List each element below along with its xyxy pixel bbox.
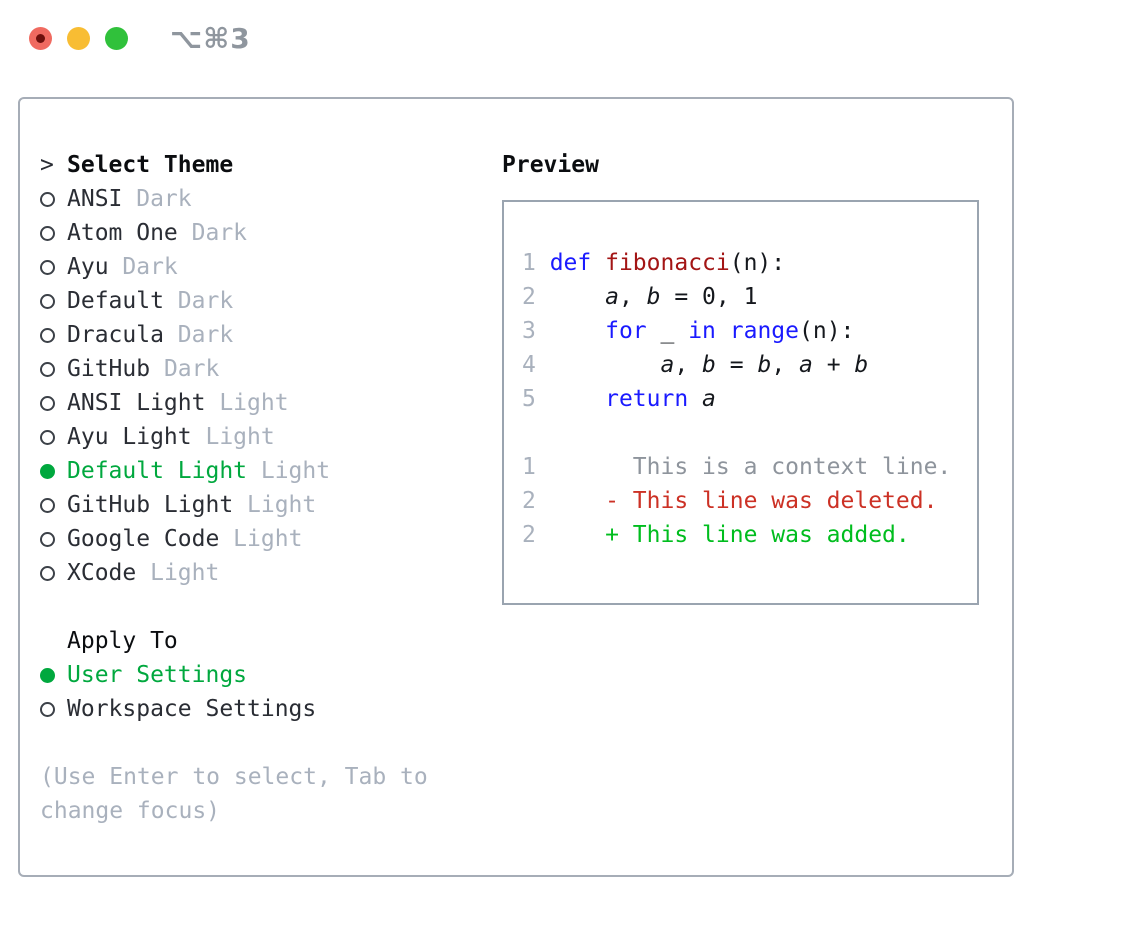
line-number: 1 [522,454,550,480]
line-number: 2 [522,522,550,548]
code-line: 1 def fibonacci(n): [522,250,786,276]
theme-option-github-light[interactable]: GitHub Light Light [40,488,490,522]
help-text: (Use Enter to select, Tab to change focu… [40,764,428,824]
theme-option-atom-one[interactable]: Atom One Dark [40,216,490,250]
line-number: 3 [522,318,550,344]
theme-option-default[interactable]: Default Dark [40,284,490,318]
theme-name: Default Light [67,458,248,484]
theme-name: Dracula [67,322,164,348]
theme-name: ANSI Light [67,390,206,416]
radio-icon [40,191,67,207]
theme-option-default-light[interactable]: Default Light Light [40,454,490,488]
radio-icon [40,701,67,717]
radio-icon [40,565,67,581]
preview-box: 1 def fibonacci(n): 2 a, b = 0, 1 3 for _ … [502,200,979,605]
maximize-button[interactable] [105,27,128,50]
theme-option-ayu-light[interactable]: Ayu Light Light [40,420,490,454]
theme-variant: Light [247,458,331,484]
spacer [40,726,490,760]
theme-option-dracula[interactable]: Dracula Dark [40,318,490,352]
theme-name: ANSI [67,186,123,212]
radio-icon [40,531,67,547]
theme-name: GitHub Light [67,492,234,518]
apply-to-header: Apply To [40,624,490,658]
theme-variant: Dark [163,322,234,348]
apply-option-label: User Settings [67,662,248,688]
line-number: 5 [522,386,550,412]
radio-icon [40,497,67,513]
diff-line: 2 + This line was added. [522,522,910,548]
theme-variant: Dark [150,356,220,382]
radio-selected-icon [40,667,67,683]
diff-line: 2 - This line was deleted. [522,488,938,514]
theme-variant: Dark [163,288,234,314]
radio-icon [40,361,67,377]
theme-name: Default [67,288,164,314]
line-number: 4 [522,352,550,378]
radio-icon [40,259,67,275]
theme-variant: Light [219,526,303,552]
line-number: 2 [522,488,550,514]
code-line: 5 return a [522,386,716,412]
line-number: 1 [522,250,550,276]
theme-name: GitHub [67,356,151,382]
theme-option-xcode[interactable]: XCode Light [40,556,490,590]
theme-option-google-code[interactable]: Google Code Light [40,522,490,556]
theme-option-github[interactable]: GitHub Dark [40,352,490,386]
radio-icon [40,225,67,241]
radio-icon [40,327,67,343]
theme-option-ayu[interactable]: Ayu Dark [40,250,490,284]
apply-option-label: Workspace Settings [67,696,317,722]
code-line: 4 a, b = b, a + b [522,352,869,378]
radio-icon [40,429,67,445]
minimize-button[interactable] [67,27,90,50]
theme-variant: Light [136,560,220,586]
diff-line: 1 This is a context line. [522,454,952,480]
theme-variant: Light [205,390,289,416]
radio-icon [40,395,67,411]
theme-variant: Light [191,424,275,450]
code-line: 2 a, b = 0, 1 [522,284,758,310]
apply-option-workspace-settings[interactable]: Workspace Settings [40,692,490,726]
theme-option-ansi[interactable]: ANSI Dark [40,182,490,216]
spacer [40,590,490,624]
close-button[interactable] [29,27,52,50]
select-theme-title: Select Theme [67,152,234,178]
theme-name: Ayu [67,254,109,280]
theme-name: Ayu Light [67,424,192,450]
theme-variant: Light [233,492,317,518]
close-button-dot-icon [36,34,45,43]
theme-option-ansi-light[interactable]: ANSI Light Light [40,386,490,420]
focus-arrow-icon: > [40,152,54,178]
theme-name: XCode [67,560,137,586]
blank-line [522,416,969,450]
line-number: 2 [522,284,550,310]
apply-to-title: Apply To [67,628,178,654]
theme-variant: Dark [108,254,178,280]
theme-variant: Dark [122,186,192,212]
theme-variant: Dark [177,220,248,246]
select-theme-header: > Select Theme [40,148,490,182]
preview-column: Preview 1 def fibonacci(n): 2 a, b = 0, 1… [502,148,979,605]
radio-selected-icon [40,463,67,479]
keyboard-shortcut-label: ⌥⌘3 [170,22,251,55]
radio-icon [40,293,67,309]
code-line: 3 for _ in range(n): [522,318,855,344]
theme-name: Atom One [67,220,178,246]
theme-name: Google Code [67,526,220,552]
apply-option-user-settings[interactable]: User Settings [40,658,490,692]
preview-title: Preview [502,152,599,178]
